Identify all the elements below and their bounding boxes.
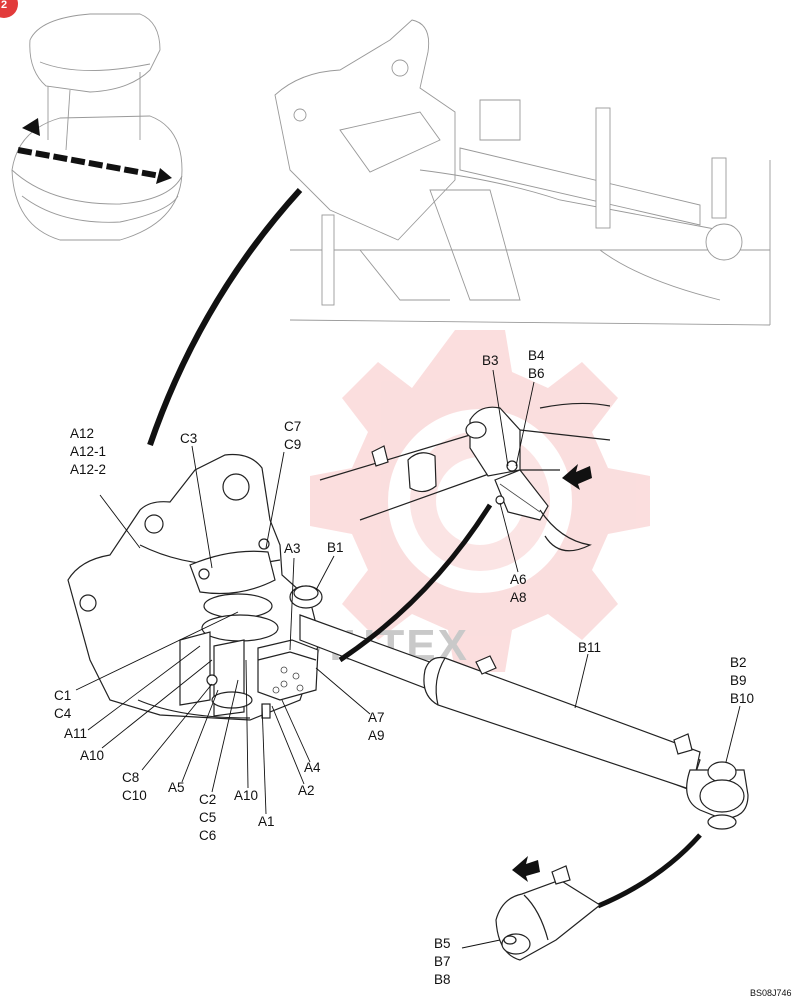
label-a11: A11 — [64, 726, 87, 741]
swing-bracket — [67, 453, 321, 721]
label-a1: A1 — [258, 814, 275, 829]
label-b4: B4 — [528, 348, 545, 363]
label-b10: B10 — [730, 691, 754, 706]
label-a12: A12 — [70, 426, 94, 441]
page-badge: 2 — [0, 0, 18, 18]
watermark-gear-icon — [310, 330, 650, 672]
overview-to-detail-arrow — [147, 187, 303, 446]
pin-b1 — [289, 585, 323, 609]
svg-text:2: 2 — [1, 0, 7, 11]
label-a10-left: A10 — [80, 748, 104, 763]
label-c3: C3 — [180, 431, 197, 446]
label-c2: C2 — [199, 792, 216, 807]
direction-arrow-upper-icon — [562, 464, 592, 490]
machine-locator-inset — [11, 13, 183, 241]
label-c6: C6 — [199, 828, 216, 843]
swing-cylinder — [299, 614, 749, 830]
callout-labels: A12 A12-1 A12-2 C3 C7 C9 A3 B1 B3 B4 B6 … — [54, 348, 754, 987]
label-a12-2: A12-2 — [70, 462, 106, 477]
label-c1: C1 — [54, 688, 71, 703]
label-a7: A7 — [368, 710, 385, 725]
leader-lines — [75, 369, 741, 949]
label-b7: B7 — [434, 954, 451, 969]
label-c7: C7 — [284, 419, 301, 434]
label-a9: A9 — [368, 728, 385, 743]
label-b2: B2 — [730, 655, 747, 670]
direction-arrow-lower-icon — [512, 856, 540, 882]
label-a6: A6 — [510, 572, 527, 587]
label-c8: C8 — [122, 770, 139, 785]
detail-to-rod-end-arrow — [338, 503, 493, 663]
label-a12-1: A12-1 — [70, 444, 106, 459]
upper-frame-overview — [274, 19, 771, 326]
label-c5: C5 — [199, 810, 216, 825]
label-c9: C9 — [284, 437, 301, 452]
label-a4: A4 — [304, 760, 321, 775]
label-b8: B8 — [434, 972, 451, 987]
label-a10-mid: A10 — [234, 788, 258, 803]
valve-block — [257, 639, 319, 719]
label-b5: B5 — [434, 936, 451, 951]
label-a8: A8 — [510, 590, 527, 605]
label-b3: B3 — [482, 353, 499, 368]
label-b1: B1 — [327, 540, 344, 555]
head-end-detail — [495, 865, 602, 961]
label-c10: C10 — [122, 788, 147, 803]
label-a3: A3 — [284, 541, 301, 556]
label-b11: B11 — [578, 640, 601, 655]
head-end-leader-arrow — [597, 833, 702, 909]
label-a2: A2 — [298, 783, 315, 798]
label-b6: B6 — [528, 366, 545, 381]
label-c4: C4 — [54, 706, 72, 721]
rod-end-detail — [319, 402, 611, 552]
label-b9: B9 — [730, 673, 747, 688]
label-a5: A5 — [168, 780, 185, 795]
drawing-code: BS08J746 — [750, 988, 792, 998]
